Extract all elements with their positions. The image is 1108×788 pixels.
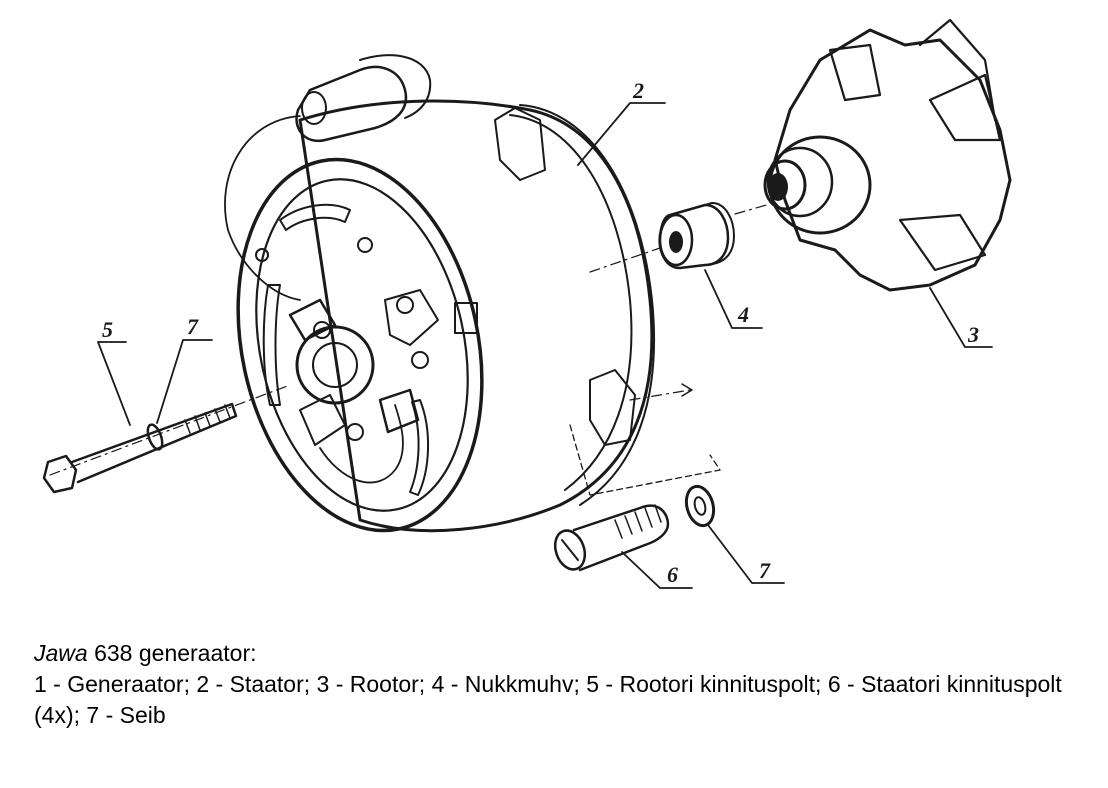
caption-brand: Jawa	[34, 640, 88, 666]
figure-caption: Jawa 638 generaator: 1 - Generaator; 2 -…	[34, 638, 1074, 731]
cam-sleeve	[658, 202, 735, 270]
caption-title-rest: 638 generaator:	[87, 640, 257, 666]
callout-label: 5	[102, 317, 113, 342]
callout-label: 7	[187, 314, 199, 339]
rotor-bolt-washer	[146, 423, 164, 451]
callout-label: 4	[737, 302, 749, 327]
generator-assembly	[49, 54, 771, 533]
callout-2: 2	[577, 78, 666, 166]
callout-label: 6	[667, 562, 678, 587]
caption-legend: 1 - Generaator; 2 - Staator; 3 - Rootor;…	[34, 671, 1062, 728]
callout-6: 6	[621, 551, 693, 589]
rotor-bolt	[42, 402, 238, 494]
stator-face	[236, 157, 484, 533]
callout-label: 3	[967, 322, 979, 347]
callout-7-rotor: 7	[156, 314, 213, 424]
callout-4: 4	[704, 269, 763, 329]
generator-exploded-diagram: 2 3 4 5 7 6 7	[42, 18, 1012, 589]
callout-5: 5	[97, 317, 131, 426]
callout-label: 2	[632, 78, 644, 103]
stator-bolt	[553, 504, 670, 572]
callout-7-stator: 7	[707, 524, 785, 584]
callout-3: 3	[929, 287, 993, 348]
rotor	[763, 18, 1012, 292]
caption-title: Jawa 638 generaator:	[34, 638, 1074, 669]
stator-bolt-washer	[684, 484, 716, 528]
callout-label: 7	[759, 558, 771, 583]
